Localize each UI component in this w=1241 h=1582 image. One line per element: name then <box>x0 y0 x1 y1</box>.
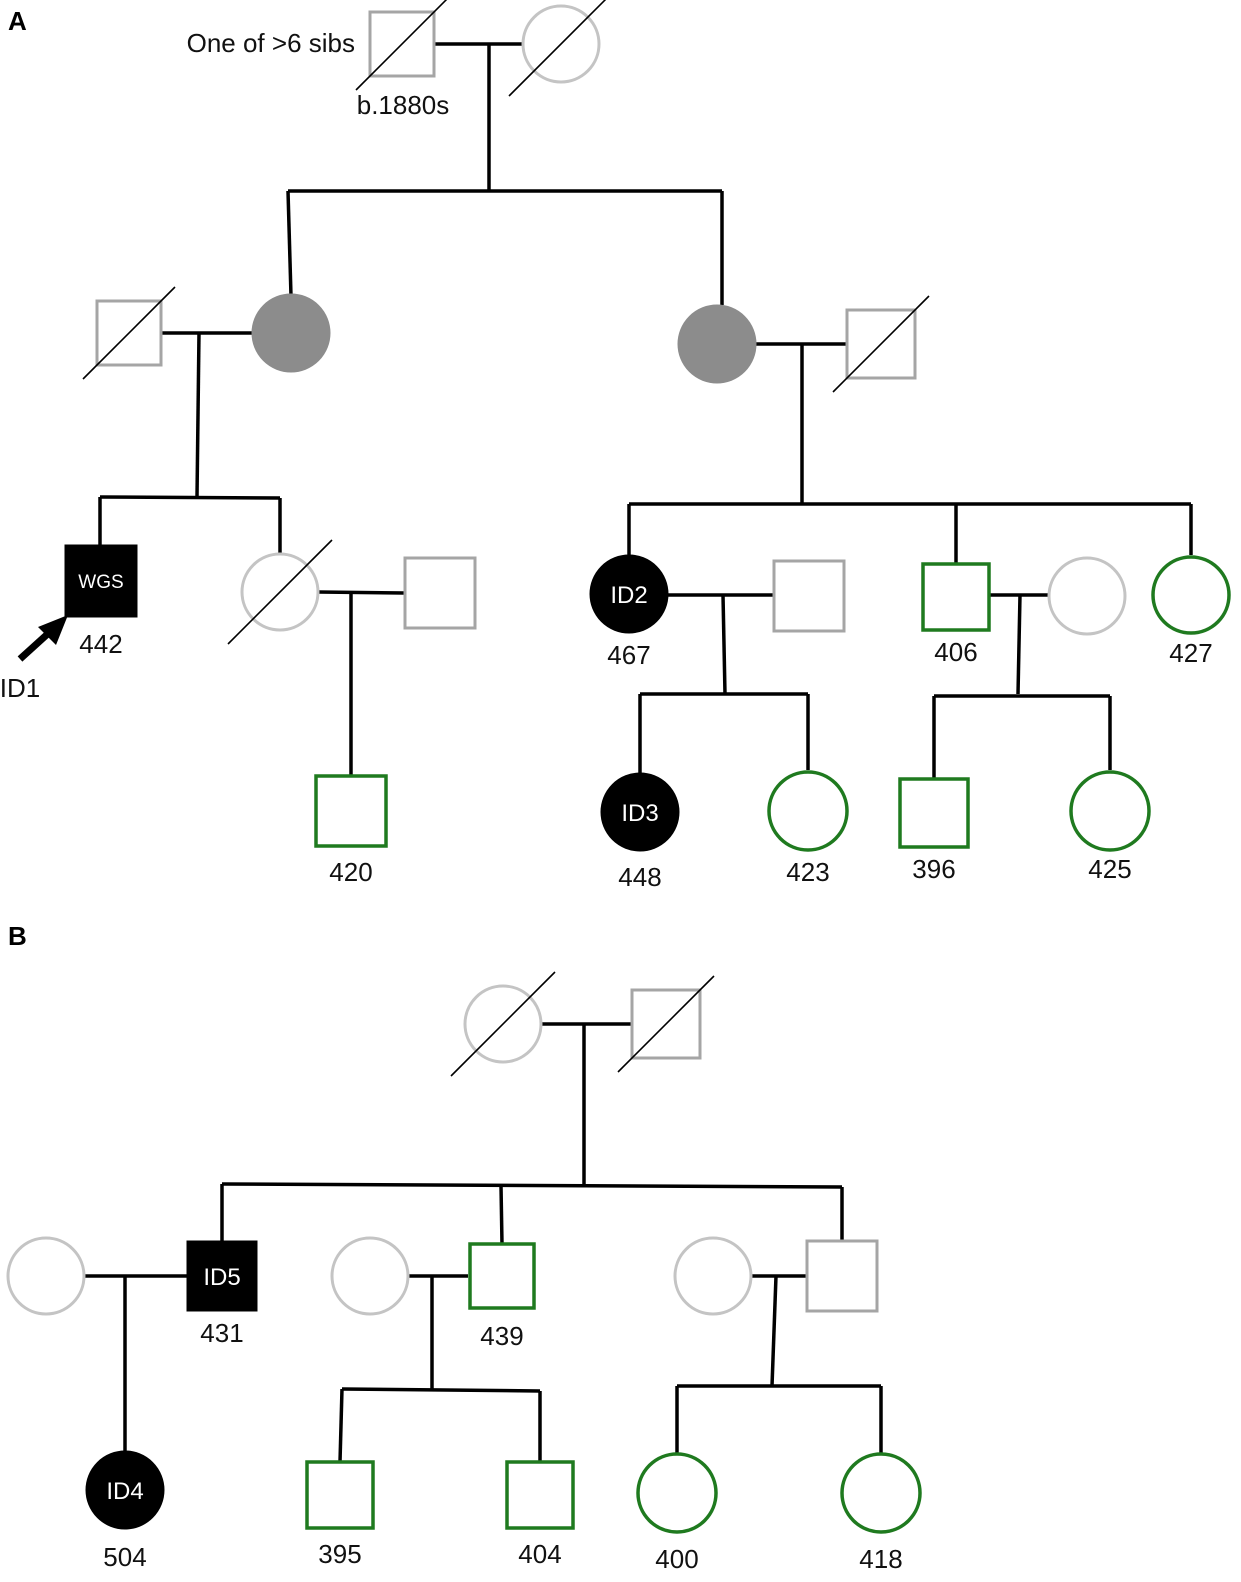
birth-note: b.1880s <box>357 90 450 120</box>
individual-id-label: 404 <box>518 1539 561 1569</box>
panel-a-label: A <box>8 6 27 36</box>
female-symbol <box>840 1452 922 1534</box>
individual-id-label: 442 <box>79 629 122 659</box>
panel-a-lines <box>98 42 1193 780</box>
male-symbol <box>64 544 138 618</box>
individual-a-406-spouse <box>1047 556 1127 636</box>
symbol-inner-label: WGS <box>78 572 123 593</box>
male-symbol <box>403 556 477 630</box>
individual-id-label: 431 <box>200 1318 243 1348</box>
individual-b-404: 404 <box>505 1460 575 1569</box>
female-symbol <box>589 554 669 634</box>
female-symbol <box>85 1450 165 1530</box>
symbol-inner-label: WGS <box>479 1267 524 1288</box>
deceased-slash <box>355 0 448 91</box>
proband-label: ID1 <box>0 673 40 703</box>
individual-b-431: ID5 431 <box>186 1240 258 1348</box>
individual-id-label: 395 <box>318 1539 361 1569</box>
female-symbol <box>1151 555 1231 635</box>
individual-a-442: WGS 442 <box>64 544 138 659</box>
individual-id-label: 467 <box>607 640 650 670</box>
individual-id-label: 425 <box>1088 854 1131 884</box>
panel-b-lines <box>84 1022 883 1463</box>
male-symbol <box>898 777 970 849</box>
deceased-slash <box>832 295 930 393</box>
female-symbol <box>600 772 680 852</box>
individual-a-467: ID2 467 <box>589 554 669 670</box>
individual-id-label: 406 <box>934 637 977 667</box>
individual-a-left-daughter <box>251 293 331 373</box>
individual-a-425: 425 <box>1069 770 1151 884</box>
individual-a-420: 420 <box>314 774 388 887</box>
female-symbol <box>6 1236 86 1316</box>
individual-b-founder-male <box>617 975 715 1073</box>
female-symbol <box>673 1236 753 1316</box>
deceased-slash <box>508 0 607 97</box>
symbol-inner-label: WGS <box>933 588 978 609</box>
individual-b-395: 395 <box>305 1460 375 1569</box>
panel-b-label: B <box>8 921 27 951</box>
male-symbol <box>772 559 846 633</box>
individual-b-418: WGS 418 <box>840 1452 922 1574</box>
male-symbol <box>186 1240 258 1312</box>
individual-id-label: 418 <box>859 1544 902 1574</box>
male-symbol <box>314 774 388 848</box>
individual-b-439: WGS 439 <box>468 1242 536 1351</box>
female-symbol <box>677 304 757 384</box>
individual-a-423: 423 <box>767 770 849 887</box>
female-symbol <box>251 293 331 373</box>
symbol-inner-label: ID5 <box>203 1264 240 1291</box>
individual-id-label: 423 <box>786 857 829 887</box>
proband-arrow-icon <box>17 615 68 662</box>
individual-id-label: 504 <box>103 1542 146 1572</box>
individual-b-439-spouse <box>330 1236 410 1316</box>
female-symbol <box>767 770 849 852</box>
individual-a-right-daughter <box>677 304 757 384</box>
individual-id-label: 396 <box>912 854 955 884</box>
individual-a-406: WGS 406 <box>921 562 991 667</box>
individual-a-sister-spouse <box>403 556 477 630</box>
individual-id-label: 427 <box>1169 638 1212 668</box>
individual-a-467-spouse <box>772 559 846 633</box>
female-symbol <box>1069 770 1151 852</box>
individual-id-label: 420 <box>329 857 372 887</box>
male-symbol <box>468 1242 536 1310</box>
male-symbol <box>505 1460 575 1530</box>
individual-a-427: 427 <box>1151 555 1231 668</box>
individual-id-label: 400 <box>655 1544 698 1574</box>
individual-b-504: ID4 504 <box>85 1450 165 1572</box>
female-symbol <box>1047 556 1127 636</box>
male-symbol <box>921 562 991 632</box>
individual-b-400: 400 <box>636 1452 718 1574</box>
individual-a-sister-442 <box>227 539 333 645</box>
symbol-inner-label: ID3 <box>621 800 658 827</box>
individual-b-founder-female <box>450 971 556 1077</box>
deceased-slash <box>617 975 715 1073</box>
female-symbol <box>636 1452 718 1534</box>
individual-a-founder-female <box>508 0 607 97</box>
male-symbol <box>305 1460 375 1530</box>
individual-a-448: ID3 448 <box>600 772 680 892</box>
individual-b-431-spouse <box>6 1236 86 1316</box>
individual-id-label: 448 <box>618 862 661 892</box>
individual-b-right-son <box>805 1239 879 1313</box>
individual-id-label: 439 <box>480 1321 523 1351</box>
individual-a-left-spouse <box>82 286 176 380</box>
individual-a-founder-male <box>355 0 448 91</box>
individual-a-396: WGS 396 <box>898 777 970 884</box>
symbol-inner-label: ID4 <box>106 1478 143 1505</box>
sibs-note: One of >6 sibs <box>187 28 355 58</box>
deceased-slash <box>227 539 333 645</box>
symbol-inner-label: WGS <box>858 1484 903 1505</box>
symbol-inner-label: ID2 <box>610 582 647 609</box>
deceased-slash <box>450 971 556 1077</box>
individual-a-right-spouse <box>832 295 930 393</box>
symbol-inner-label: WGS <box>911 804 956 825</box>
individual-b-right-spouse <box>673 1236 753 1316</box>
female-symbol <box>330 1236 410 1316</box>
male-symbol <box>805 1239 879 1313</box>
deceased-slash <box>82 286 176 380</box>
